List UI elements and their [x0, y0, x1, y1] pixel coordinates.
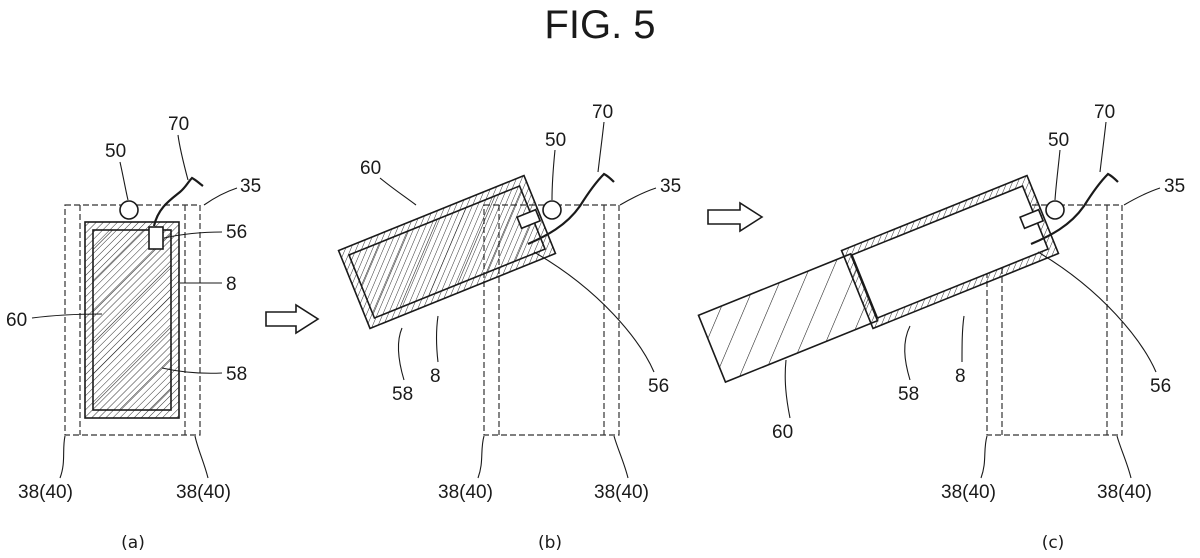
leader-rail-right: [613, 435, 629, 479]
label-rail-left: 38(40): [941, 482, 996, 503]
leader-70: [1099, 121, 1107, 173]
label-connector: 56: [226, 222, 247, 243]
label-cable: 70: [168, 114, 189, 135]
label-case: 8: [430, 366, 441, 387]
label-space: 35: [240, 176, 261, 197]
leader-35: [203, 187, 238, 206]
leader-rail-left: [980, 435, 988, 479]
leader-8: [435, 315, 439, 363]
label-opening: 58: [392, 384, 413, 405]
leader-70: [597, 121, 605, 173]
label-rail-left: 38(40): [18, 482, 73, 503]
tilted-assembly: [337, 174, 557, 330]
label-roller: 50: [105, 141, 126, 162]
label-opening: 58: [226, 364, 247, 385]
caption-b: (b): [538, 533, 562, 553]
leader-56: [533, 251, 655, 373]
label-rail-right: 38(40): [176, 482, 231, 503]
transition-arrow-1: [265, 303, 320, 335]
label-battery: 60: [360, 158, 381, 179]
leader-rail-left: [59, 435, 66, 479]
label-space: 35: [660, 176, 681, 197]
label-battery: 60: [6, 310, 27, 331]
leader-rail-right: [1116, 435, 1132, 479]
label-battery: 60: [772, 422, 793, 443]
figure-title: FIG. 5: [544, 3, 655, 47]
transition-arrow-2: [707, 201, 764, 233]
panel-b: 50 70 35 60 8 58 56 38(40) 38(40) (b): [337, 102, 681, 553]
leader-60: [31, 313, 103, 319]
leader-35: [1123, 187, 1161, 206]
caption-c: (c): [1042, 533, 1065, 553]
connector-block: [516, 208, 542, 230]
connector-block: [148, 226, 164, 250]
panel-c: 50 70 35 8 58 60 56 38(40) 38(40) (c): [697, 102, 1185, 553]
roller-circle: [119, 200, 139, 220]
label-cable: 70: [592, 102, 613, 123]
battery-body: [92, 229, 172, 411]
label-opening: 58: [898, 384, 919, 405]
leader-35: [619, 187, 657, 206]
battery-body: [697, 252, 879, 384]
leader-58: [161, 367, 223, 374]
leader-50: [1054, 149, 1061, 201]
label-connector: 56: [648, 376, 669, 397]
leader-60: [379, 177, 417, 206]
leader-50: [119, 161, 129, 201]
tilted-case: [840, 174, 1060, 330]
leader-58: [397, 327, 405, 381]
leader-rail-left: [477, 435, 485, 479]
label-rail-right: 38(40): [1097, 482, 1152, 503]
battery-body: [347, 184, 547, 320]
leader-60: [784, 359, 791, 419]
label-case: 8: [226, 274, 237, 295]
label-rail-right: 38(40): [594, 482, 649, 503]
case-interior: [850, 184, 1050, 320]
connector-block: [1019, 208, 1045, 230]
label-space: 35: [1164, 176, 1185, 197]
roller-circle: [1045, 200, 1065, 220]
leader-56: [163, 231, 223, 239]
leader-rail-right: [194, 435, 209, 479]
cable-line: [152, 176, 204, 227]
leader-58: [904, 325, 911, 381]
cable-line: [527, 172, 615, 246]
ejected-battery: [697, 252, 879, 384]
label-rail-left: 38(40): [438, 482, 493, 503]
leader-8: [961, 315, 965, 363]
caption-a: (a): [121, 533, 145, 553]
leader-50: [551, 149, 556, 201]
panel-a: 50 70 35 56 8 60 58 38(40) 38(40) (a): [6, 114, 261, 553]
cable-line: [1030, 172, 1119, 246]
leader-56: [1037, 251, 1157, 373]
label-roller: 50: [545, 130, 566, 151]
label-roller: 50: [1048, 130, 1069, 151]
label-case: 8: [955, 366, 966, 387]
label-connector: 56: [1150, 376, 1171, 397]
label-cable: 70: [1094, 102, 1115, 123]
roller-circle: [542, 200, 562, 220]
leader-70: [177, 134, 189, 181]
